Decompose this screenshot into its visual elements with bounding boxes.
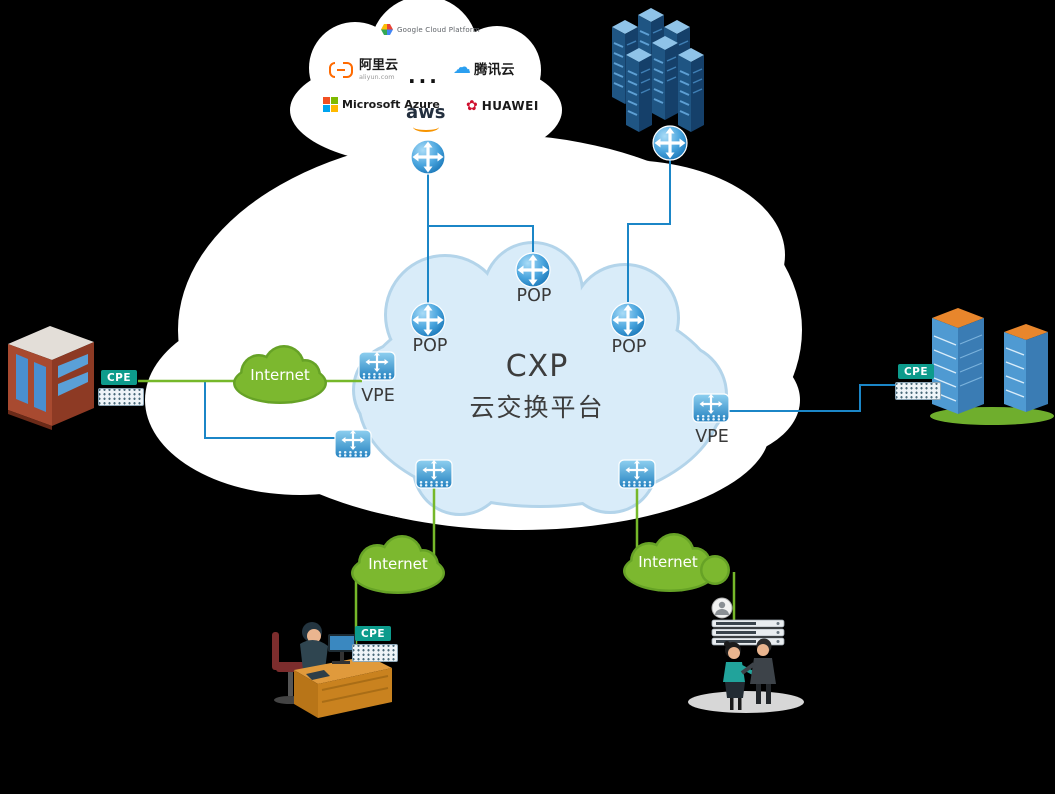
microsoft-squares-icon <box>323 97 338 112</box>
google-cloud-icon <box>381 24 393 35</box>
office-building <box>8 326 94 430</box>
aliyun-bracket-icon <box>329 60 353 79</box>
google-cloud-logo: Google Cloud Platform <box>381 24 480 35</box>
huawei-label: HUAWEI <box>481 99 539 113</box>
cxp-cloud <box>352 241 728 516</box>
aws-logo: aws <box>406 104 446 132</box>
cxp-title: CXP <box>505 349 569 384</box>
provider-router-icon <box>410 139 446 175</box>
server-racks <box>611 7 705 133</box>
vpe-label-right: VPE <box>695 427 729 447</box>
internet-label-left: Internet <box>250 366 310 384</box>
pop-router-icon-left <box>410 302 446 338</box>
internet-label-bottom-right: Internet <box>638 553 698 571</box>
pop-label-right: POP <box>611 337 647 357</box>
aws-smile-icon <box>412 122 439 132</box>
huawei-flower-icon: ✿ <box>466 98 478 114</box>
city-buildings <box>930 308 1054 425</box>
tencent-cloud-icon: ☁ <box>453 57 471 78</box>
cpe-node-right: CPE <box>895 364 941 400</box>
edge-switch-icon-lower-left <box>334 429 372 459</box>
cpe-tag: CPE <box>101 370 137 385</box>
aliyun-domain: aliyun.com <box>359 73 395 81</box>
edge-switch-icon-bottom-right <box>618 459 656 489</box>
provider-cloud <box>290 0 562 166</box>
aliyun-label: 阿里云 <box>359 58 399 73</box>
cpe-tag: CPE <box>355 626 391 641</box>
handshake-scene <box>688 597 804 713</box>
cpe-device-icon <box>98 388 144 406</box>
pop-router-icon-right <box>610 302 646 338</box>
edge-server-device <box>711 619 785 646</box>
huawei-logo: ✿ HUAWEI <box>466 99 539 113</box>
tencent-cloud-label: 腾讯云 <box>474 62 515 78</box>
aliyun-logo: 阿里云 aliyun.com <box>329 59 398 81</box>
pop-label-top: POP <box>516 286 552 306</box>
datacenter-router-icon <box>652 125 688 161</box>
workstation-scene <box>272 622 392 718</box>
cpe-tag: CPE <box>898 364 934 379</box>
tencent-cloud-logo: ☁ 腾讯云 <box>453 57 515 79</box>
edge-switch-icon-bottom-left <box>415 459 453 489</box>
cxp-subtitle: 云交换平台 <box>469 393 605 422</box>
pop-label-left: POP <box>412 336 448 356</box>
internet-cloud-bump-fill <box>702 557 728 583</box>
vpe-switch-icon-left <box>358 351 396 381</box>
google-cloud-label: Google Cloud Platform <box>397 25 480 34</box>
pop-router-icon-top <box>515 252 551 288</box>
user-badge-icon <box>711 597 733 619</box>
cpe-node-bottom: CPE <box>352 626 398 662</box>
providers-ellipsis: ... <box>408 64 440 88</box>
aws-label: aws <box>406 102 446 123</box>
microsoft-azure-logo: Microsoft Azure <box>323 97 440 112</box>
azure-label: Microsoft Azure <box>342 98 440 111</box>
vpe-switch-icon-right <box>692 393 730 423</box>
person-right <box>740 638 776 704</box>
cpe-node-left: CPE <box>98 370 144 406</box>
internet-label-bottom-left: Internet <box>368 555 428 573</box>
vpe-label-left: VPE <box>361 386 395 406</box>
blue-links <box>204 160 896 439</box>
cpe-device-icon <box>895 382 941 400</box>
cpe-device-icon <box>352 644 398 662</box>
